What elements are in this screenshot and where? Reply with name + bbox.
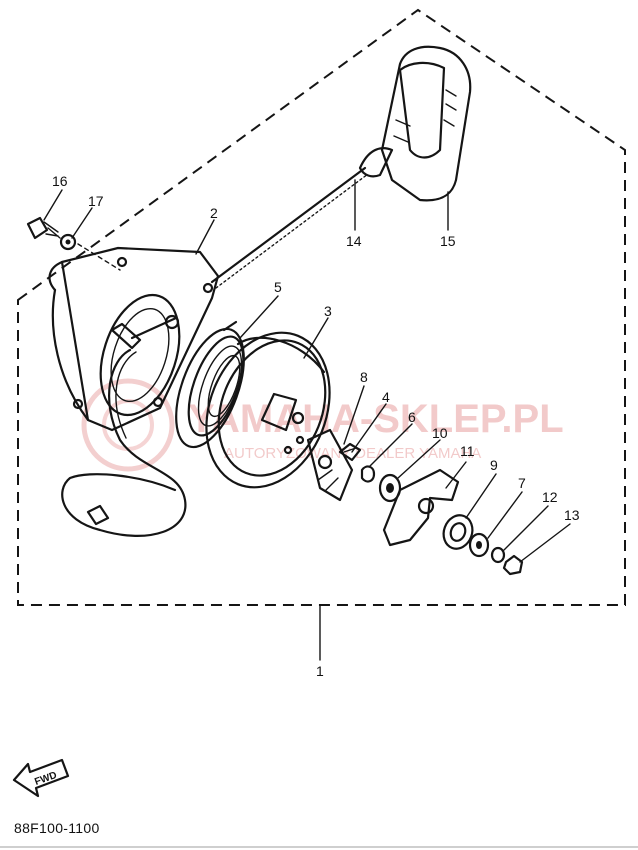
part-14-starter-rope xyxy=(210,166,369,289)
part-12-washer xyxy=(490,546,506,564)
part-11-drive-plate xyxy=(382,468,460,547)
part-17-washer xyxy=(59,233,77,251)
watermark-sub: AUTORYZOWANY DEALER YAMAHA xyxy=(224,445,481,462)
callout-7: 7 xyxy=(518,475,526,491)
leader-lines xyxy=(43,179,571,661)
guide-line-16 xyxy=(77,243,121,271)
part-13-nut xyxy=(502,554,524,576)
callout-3: 3 xyxy=(324,303,332,319)
callout-14: 14 xyxy=(346,233,362,249)
part-9-friction-spring xyxy=(442,514,474,550)
callout-9: 9 xyxy=(490,457,498,473)
callout-8: 8 xyxy=(360,369,368,385)
callout-4: 4 xyxy=(382,389,390,405)
diagram-reference-code: 88F100-1100 xyxy=(14,820,100,836)
callout-16: 16 xyxy=(52,173,68,189)
callout-11: 11 xyxy=(460,443,475,459)
assembly-boundary xyxy=(17,8,626,606)
callout-13: 13 xyxy=(564,507,580,523)
rewind-cable-loop xyxy=(61,348,187,537)
part-7-washer xyxy=(468,532,490,558)
callout-12: 12 xyxy=(542,489,558,505)
part-16-bolt xyxy=(26,216,61,240)
watermark-logo xyxy=(81,378,175,472)
callout-1: 1 xyxy=(316,663,324,679)
part-3-sheave-drum xyxy=(205,331,331,489)
callout-10: 10 xyxy=(432,425,448,441)
part-2-starter-housing xyxy=(48,246,220,432)
callout-15: 15 xyxy=(440,233,456,249)
callout-5: 5 xyxy=(274,279,282,295)
part-6-spring xyxy=(360,465,376,483)
callout-labels: 16 17 2 14 15 5 3 8 4 6 10 11 9 7 12 13 … xyxy=(52,173,580,679)
part-15-starter-handle xyxy=(358,45,472,202)
fwd-arrow-icon: FWD xyxy=(12,758,70,798)
part-8-drive-pawl xyxy=(306,428,354,502)
callout-6: 6 xyxy=(408,409,416,425)
part-10-washer xyxy=(378,473,402,503)
callout-17: 17 xyxy=(88,193,104,209)
callout-2: 2 xyxy=(210,205,218,221)
